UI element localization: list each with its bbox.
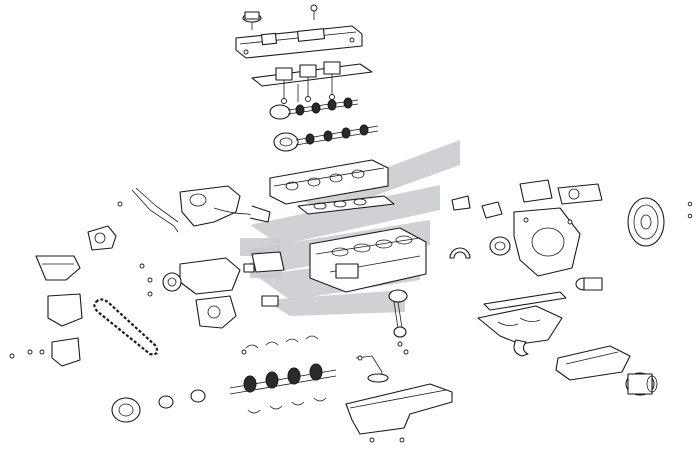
crankshaft <box>229 363 337 395</box>
main-bearings <box>245 335 327 414</box>
intake-camshaft <box>273 124 379 152</box>
exhaust-manifold <box>477 291 567 357</box>
oil-pan <box>345 383 453 443</box>
sensor-brackets <box>243 251 285 273</box>
valve-cover <box>235 25 363 59</box>
throttle-body <box>87 225 117 251</box>
heat-shield <box>555 345 631 381</box>
rear-seal <box>449 236 527 259</box>
thermostat <box>451 195 503 219</box>
oil-pickup <box>355 355 389 383</box>
fasteners <box>39 201 409 361</box>
oil-filler-cap <box>242 4 318 30</box>
timing-cover <box>9 293 83 367</box>
ignition-coil-plate <box>251 61 373 104</box>
intake-manifold <box>131 185 271 233</box>
oil-pan-upper <box>35 255 81 281</box>
crank-pulley <box>111 389 206 423</box>
piston-conrod <box>388 289 408 338</box>
oil-pump <box>195 295 279 329</box>
water-pump <box>147 257 241 297</box>
rear-cover-plate <box>513 207 581 277</box>
alternator <box>519 179 603 205</box>
engine-block <box>309 227 427 293</box>
sensor-sleeve <box>575 277 603 291</box>
head-gasket <box>297 195 395 215</box>
cylinder-head <box>269 159 389 205</box>
timing-chain <box>93 298 159 356</box>
exhaust-camshaft <box>269 97 359 120</box>
starter <box>625 372 658 396</box>
flywheel <box>627 197 693 247</box>
